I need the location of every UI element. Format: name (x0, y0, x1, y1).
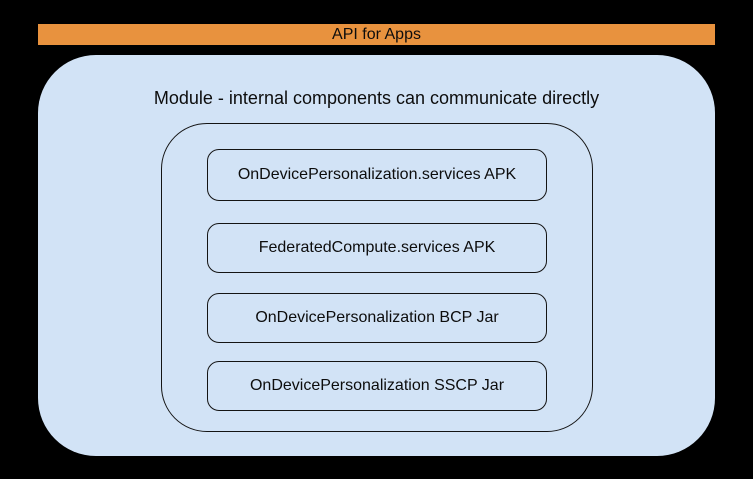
component-label-odp-services-apk: OnDevicePersonalization.services APK (237, 166, 517, 183)
component-label-odp-sscp-jar: OnDevicePersonalization SSCP Jar (249, 377, 505, 394)
api-for-apps-bar: API for Apps (38, 24, 715, 45)
api-for-apps-label: API for Apps (332, 25, 421, 43)
component-box-odp-sscp-jar: OnDevicePersonalization SSCP Jar (207, 361, 547, 411)
module-components-group: OnDevicePersonalization.services APK Fed… (161, 123, 593, 432)
component-label-odp-bcp-jar: OnDevicePersonalization BCP Jar (255, 309, 499, 326)
module-title: Module - internal components can communi… (153, 88, 600, 108)
component-box-odp-bcp-jar: OnDevicePersonalization BCP Jar (207, 293, 547, 343)
component-label-federatedcompute-services-apk: FederatedCompute.services APK (258, 239, 496, 256)
component-box-odp-services-apk: OnDevicePersonalization.services APK (207, 149, 547, 201)
module-container: Module - internal components can communi… (38, 55, 715, 456)
component-box-federatedcompute-services-apk: FederatedCompute.services APK (207, 223, 547, 273)
